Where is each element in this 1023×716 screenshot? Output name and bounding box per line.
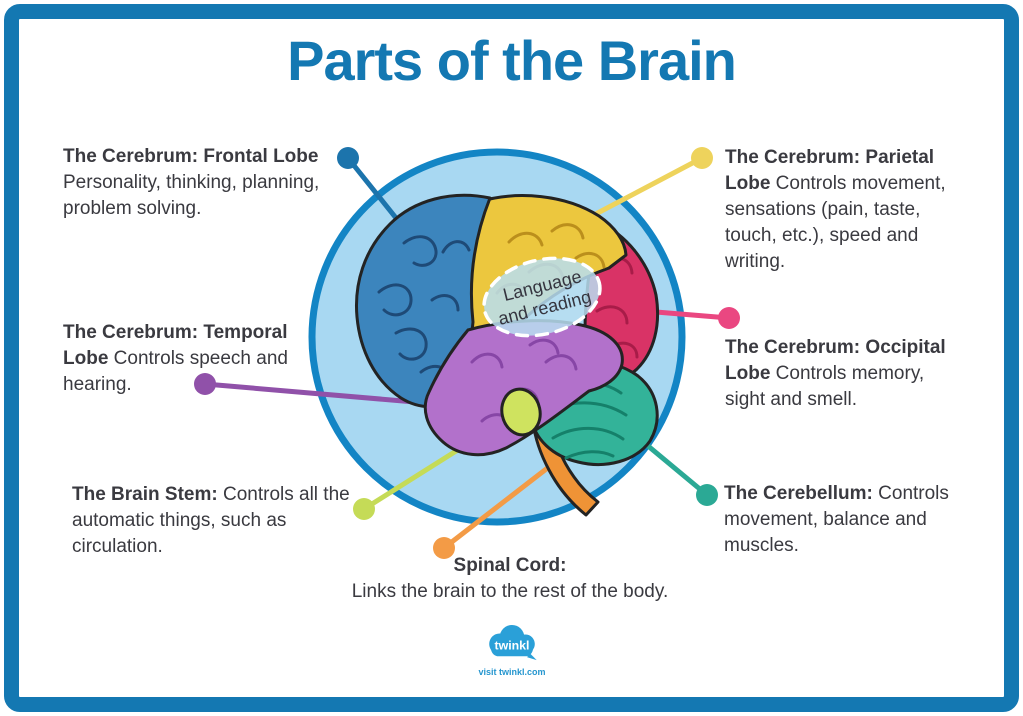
label-spinal-cord: Spinal Cord: Links the brain to the rest… [262,553,758,605]
label-spinal-cord-title: Spinal Cord: [453,555,567,576]
label-temporal-lobe-title: The Cerebrum: Temporal Lobe [63,322,288,369]
label-temporal-lobe-desc: Controls speech and hearing. [63,348,288,395]
leader-line-parietal [587,155,705,220]
twinkl-logo-text: twinkl [495,639,530,653]
label-parietal-lobe-title: The Cerebrum: Parietal Lobe [725,147,935,194]
twinkl-cloud-icon: twinkl [489,624,537,661]
label-brain-stem-title: The Brain Stem: [72,484,218,505]
twinkl-logo: twinkl visit twinkl.com [472,624,552,677]
label-brain-stem: The Brain Stem: Controls all the automat… [72,482,364,560]
leader-line-temporal [202,381,441,407]
label-spinal-cord-desc: Links the brain to the rest of the body. [351,581,669,602]
label-frontal-lobe-title: The Cerebrum: Frontal Lobe [63,146,319,167]
page-title: Parts of the Brain [287,29,737,92]
label-parietal-lobe: The Cerebrum: Parietal Lobe Controls mov… [725,145,965,275]
label-frontal-lobe: The Cerebrum: Frontal Lobe Personality, … [63,144,363,222]
label-occipital-lobe: The Cerebrum: Occipital Lobe Controls me… [725,335,965,413]
leader-dot-spinal-cord [433,537,455,559]
label-occipital-lobe-title: The Cerebrum: Occipital Lobe [725,337,946,384]
language-reading-annotation: Language and reading [482,256,602,338]
leader-dot-occipital [718,307,740,329]
label-brain-stem-desc: Controls all the automatic things, such … [72,484,350,557]
label-parietal-lobe-desc: Controls movement, sensations (pain, tas… [725,173,946,272]
poster-border-frame [4,4,1019,712]
leader-dot-parietal [691,147,713,169]
label-cerebellum-title: The Cerebellum: [724,483,873,504]
label-occipital-lobe-desc: Controls memory, sight and smell. [725,363,925,410]
twinkl-tagline: visit twinkl.com [478,667,546,677]
leader-dot-brain-stem [353,498,375,520]
leader-dot-cerebellum [696,484,718,506]
leader-dot-frontal [337,147,359,169]
label-frontal-lobe-desc: Personality, thinking, planning, problem… [63,172,320,219]
brain-region-spinal-target [500,387,542,437]
leader-dot-temporal [194,373,216,395]
label-cerebellum: The Cerebellum: Controls movement, balan… [724,481,976,559]
leader-line-occipital [653,309,732,321]
label-temporal-lobe: The Cerebrum: Temporal Lobe Controls spe… [63,320,308,398]
label-cerebellum-desc: Controls movement, balance and muscles. [724,483,949,556]
